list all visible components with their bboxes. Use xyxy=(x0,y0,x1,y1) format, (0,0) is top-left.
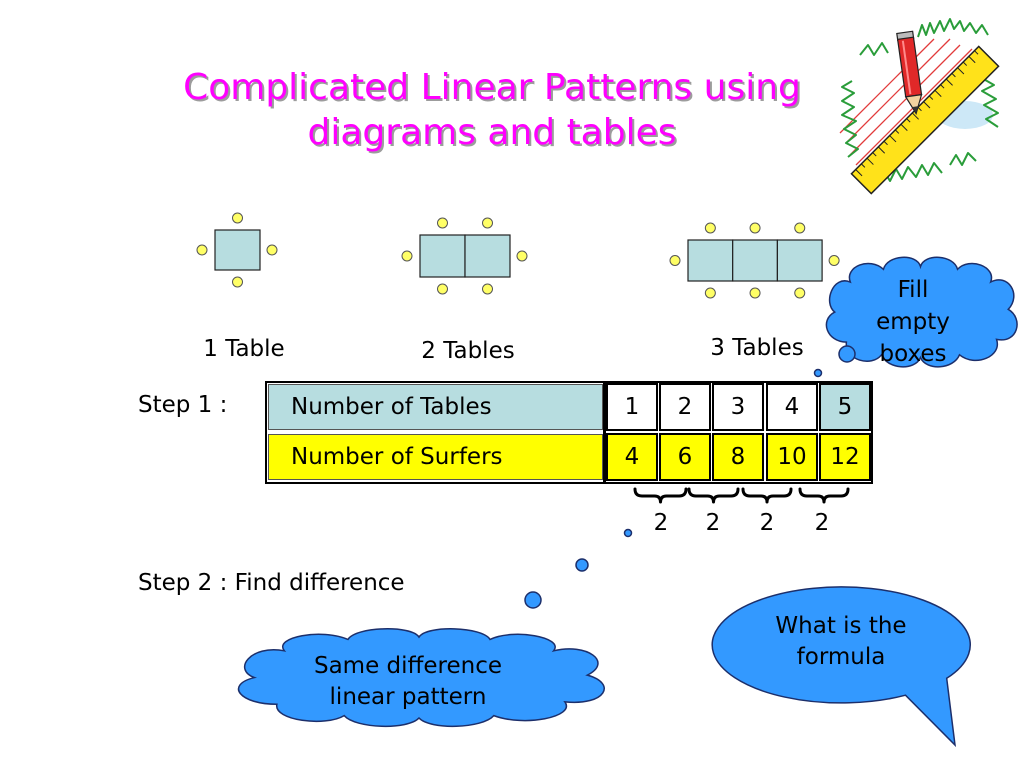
seat-circle xyxy=(669,255,681,266)
seat-circle xyxy=(437,217,448,229)
seat-circle xyxy=(482,217,493,229)
seat-circle xyxy=(482,283,493,295)
difference-value: 2 xyxy=(759,510,775,536)
table-diagram xyxy=(401,217,528,295)
title-line-2: diagrams and tables xyxy=(307,112,677,153)
speech-bubble-text: What is the xyxy=(775,613,907,639)
cloud-text: boxes xyxy=(879,341,947,367)
difference-brace xyxy=(798,487,850,504)
seat-circle xyxy=(401,250,413,262)
table-square xyxy=(419,234,466,278)
seat-circle xyxy=(437,283,448,295)
table-cell: 4 xyxy=(766,383,818,431)
thought-bubble-dot xyxy=(623,528,633,538)
seat-circle xyxy=(794,287,806,299)
pencil xyxy=(896,30,923,116)
table-square xyxy=(776,239,823,282)
table-cell: 1 xyxy=(606,383,658,431)
speech-bubble-text: formula xyxy=(796,644,886,670)
table-diagrams xyxy=(196,212,840,299)
table-diagram xyxy=(669,222,840,299)
row-header-tables: Number of Tables xyxy=(268,384,603,430)
diagram-label: 1 Table xyxy=(203,336,285,362)
cloud-text: empty xyxy=(876,309,950,335)
difference-braces xyxy=(633,487,850,504)
table-square xyxy=(464,234,511,278)
difference-value: 2 xyxy=(814,510,830,536)
diagram-label: 2 Tables xyxy=(421,338,515,364)
difference-brace xyxy=(687,487,740,504)
seat-circle xyxy=(704,287,716,299)
title-line-1: Complicated Linear Patterns using xyxy=(183,67,801,108)
table-cell: 4 xyxy=(606,433,658,481)
thought-bubble-dot xyxy=(524,591,542,609)
table-square xyxy=(214,229,261,271)
table-square xyxy=(732,239,779,282)
table-cell: 6 xyxy=(659,433,711,481)
seat-circle xyxy=(196,244,208,256)
table-cell: 10 xyxy=(766,433,818,481)
diagram-label: 3 Tables xyxy=(710,335,804,361)
seat-circle xyxy=(828,255,840,266)
table-cell: 12 xyxy=(819,433,871,481)
slide-title: Complicated Linear Patterns using diagra… xyxy=(142,65,842,155)
table-cell: 8 xyxy=(712,433,764,481)
step-1-label: Step 1 : xyxy=(138,392,228,418)
seat-circle xyxy=(266,244,278,256)
pencil-and-ruler-icon xyxy=(839,18,1000,195)
seat-circle xyxy=(232,212,243,224)
row-header-surfers: Number of Surfers xyxy=(268,434,603,480)
cloud-text: Fill xyxy=(897,277,929,303)
seat-circle xyxy=(749,222,761,234)
table-cell: 3 xyxy=(712,383,764,431)
seat-circle xyxy=(749,287,761,299)
fill-empty-boxes-cloud xyxy=(826,257,1017,367)
cloud-text: linear pattern xyxy=(329,684,487,710)
table-column-separator xyxy=(603,383,606,482)
difference-value: 2 xyxy=(705,510,721,536)
thought-bubble-dot xyxy=(813,368,823,378)
step-2-label: Step 2 : Find difference xyxy=(138,570,405,596)
difference-value: 2 xyxy=(653,510,669,536)
difference-brace xyxy=(741,487,793,504)
thought-bubble-dot xyxy=(575,558,589,572)
seat-circle xyxy=(704,222,716,234)
same-difference-cloud xyxy=(239,629,605,727)
table-cell: 5 xyxy=(819,383,871,431)
thought-bubble-dot xyxy=(838,345,856,363)
seat-circle xyxy=(794,222,806,234)
seat-circle xyxy=(516,250,528,262)
formula-speech-bubble xyxy=(711,586,971,748)
table-diagram xyxy=(196,212,278,288)
table-cell: 2 xyxy=(659,383,711,431)
difference-brace xyxy=(633,487,688,504)
cloud-text: Same difference xyxy=(313,653,503,679)
seat-circle xyxy=(232,276,243,288)
table-square xyxy=(687,239,734,282)
